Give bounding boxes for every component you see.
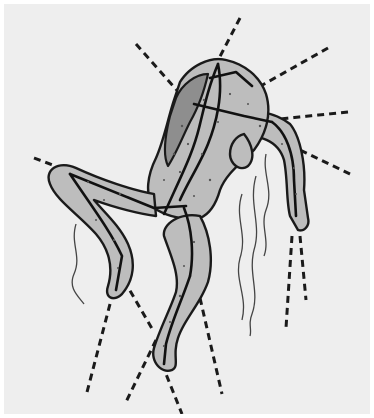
figure-frame [4,4,370,414]
figure-illustration [4,4,370,414]
